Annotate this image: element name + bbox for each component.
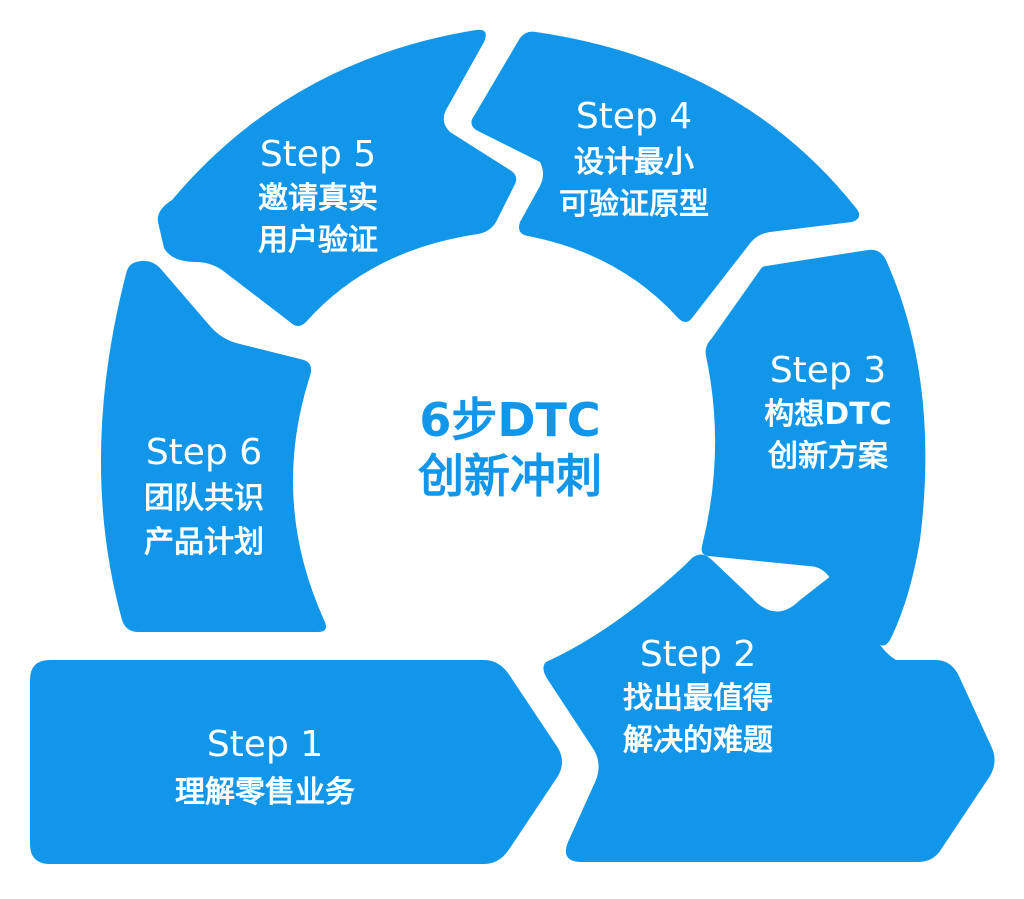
step-1-segment: Step 1 理解零售业务 — [30, 660, 562, 864]
step-3-segment: Step 3 构想DTC 创新方案 — [701, 249, 926, 646]
step-6-shape — [100, 260, 327, 632]
step-5-segment: Step 5 邀请真实 用户验证 — [157, 29, 517, 326]
step-6-segment: Step 6 团队共识 产品计划 — [100, 260, 327, 632]
step-4-shape — [471, 31, 860, 322]
step-3-line-2: 创新方案 — [767, 439, 889, 474]
center-title-line-1: 6步DTC — [419, 393, 600, 447]
center-title-line-2: 创新冲刺 — [418, 449, 602, 503]
step-4-segment: Step 4 设计最小 可验证原型 — [471, 31, 860, 322]
step-2-shape — [543, 554, 995, 862]
step-1-line-1: 理解零售业务 — [175, 775, 355, 810]
step-3-line-1: 构想DTC — [764, 397, 891, 432]
step-2-title: Step 2 — [640, 634, 756, 675]
step-5-line-2: 用户验证 — [258, 223, 378, 258]
step-2-segment: Step 2 找出最值得 解决的难题 — [543, 554, 995, 862]
step-4-line-1: 设计最小 — [574, 145, 694, 180]
step-6-line-2: 产品计划 — [144, 525, 264, 560]
step-2-line-2: 解决的难题 — [623, 723, 773, 758]
center-label: 6步DTC 创新冲刺 — [418, 393, 602, 503]
step-6-line-1: 团队共识 — [144, 481, 264, 516]
step-5-title: Step 5 — [260, 134, 376, 175]
step-1-title: Step 1 — [207, 724, 323, 765]
step-3-shape — [701, 249, 926, 646]
step-5-line-1: 邀请真实 — [258, 181, 378, 216]
step-3-title: Step 3 — [770, 350, 886, 391]
step-4-line-2: 可验证原型 — [559, 187, 709, 222]
step-1-shape — [30, 660, 562, 864]
step-5-shape — [157, 29, 517, 326]
step-4-title: Step 4 — [576, 96, 692, 137]
step-2-line-1: 找出最值得 — [623, 681, 773, 716]
step-6-title: Step 6 — [146, 432, 262, 473]
